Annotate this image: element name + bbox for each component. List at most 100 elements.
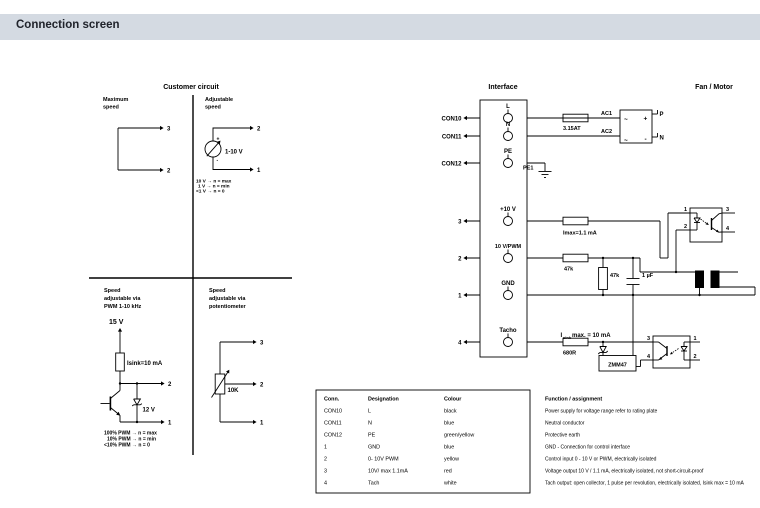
optocoupler-top: 1 2 3 4 bbox=[684, 207, 735, 243]
cap-1uf-label: 1 µF bbox=[642, 273, 654, 279]
junction-dots bbox=[601, 256, 701, 344]
con10-label: CON10 bbox=[441, 116, 462, 122]
optocoupler-bottom: 3 4 1 2 bbox=[647, 335, 697, 369]
adj-note-2: 1 V → n = min bbox=[198, 184, 230, 190]
cell-conn: 3 bbox=[324, 469, 327, 475]
opto-bot-pin2: 2 bbox=[694, 354, 697, 360]
terminal-3-label: 3 bbox=[260, 341, 264, 347]
terminal-tacho-label: Tacho bbox=[499, 328, 517, 334]
table-row: 3 10V/ max 1.1mA red Voltage output 10 V… bbox=[324, 469, 704, 475]
680r-resistor-label: 680R bbox=[563, 351, 576, 357]
max-speed-label: Maximum bbox=[103, 97, 128, 103]
adj-note-1: 10 V → n = max bbox=[196, 179, 232, 185]
terminal-1-label: 1 bbox=[257, 168, 261, 174]
maximum-speed-circuit: Maximum speed 3 2 bbox=[103, 97, 171, 175]
isink-resistor-label: Isink=10 mA bbox=[127, 361, 163, 367]
pot-label: Speed bbox=[209, 288, 226, 294]
connector-labels: CON10 CON11 CON12 3 2 1 4 bbox=[441, 115, 467, 346]
pin-4-label: 4 bbox=[458, 340, 462, 346]
minus-sign: - bbox=[217, 158, 219, 164]
cell-colour: red bbox=[444, 469, 452, 475]
cell-func: Power supply for voltage range refer to … bbox=[545, 409, 658, 415]
table-row: CON12 PE green/yellow Protective earth bbox=[324, 433, 580, 439]
rectifier-block: ~ + ~ - P N bbox=[624, 112, 664, 145]
pe1-label: PE1 bbox=[523, 166, 533, 172]
voltage-range-label: 1-10 V bbox=[225, 150, 243, 156]
interface-terminals: L N PE +10 V 10 V/PWM GND Tacho bbox=[495, 104, 522, 347]
isink-label-i: I bbox=[561, 333, 563, 339]
adj-note-3: <1 V → n = 0 bbox=[196, 189, 225, 195]
cell-colour: blue bbox=[444, 445, 454, 451]
cell-colour: blue bbox=[444, 421, 454, 427]
table-row: CON11 N blue Neutral conductor bbox=[324, 421, 585, 427]
table-row: 1 GND blue GND - Connection for control … bbox=[324, 445, 630, 451]
pwm-note-1: 100% PWM → n = max bbox=[104, 431, 157, 437]
terminal-1-label: 1 bbox=[260, 421, 264, 427]
customer-circuit: Customer circuit Maximum speed 3 2 Adjus… bbox=[89, 84, 292, 455]
pwm-label: adjustable via bbox=[104, 296, 141, 302]
quadrant-dividers bbox=[89, 95, 292, 455]
terminal-pwm-label: 10 V/PWM bbox=[495, 244, 522, 250]
output-n-label: N bbox=[660, 136, 664, 142]
adj-speed-label: speed bbox=[205, 105, 221, 111]
fan-motor-title: Fan / Motor bbox=[695, 84, 733, 91]
terminal-2-label: 2 bbox=[257, 127, 261, 133]
terminal-2-label: 2 bbox=[167, 169, 171, 175]
cell-func: Control input 0 - 10 V or PWM, electrica… bbox=[545, 457, 657, 463]
terminal-l-label: L bbox=[506, 104, 510, 110]
adjustable-speed-circuit: Adjustable speed + - 1-10 V 2 1 10 V → n… bbox=[196, 97, 261, 195]
opto-top-pin1: 1 bbox=[684, 207, 687, 213]
pwm-speed-circuit: Speed adjustable via PWM 1-10 kHz 15 V bbox=[100, 288, 172, 449]
interface-box bbox=[479, 99, 528, 358]
plus-symbol: + bbox=[644, 116, 648, 123]
cell-desig: 10V/ max 1.1mA bbox=[368, 469, 408, 475]
pwm-note-3: <10% PWM → n = 0 bbox=[104, 443, 150, 449]
table-row: CON10 L black Power supply for voltage r… bbox=[324, 409, 658, 415]
interface-title: Interface bbox=[488, 84, 517, 91]
cell-desig: N bbox=[368, 421, 372, 427]
ac1-label: AC1 bbox=[601, 111, 612, 117]
customer-circuit-title: Customer circuit bbox=[163, 84, 219, 91]
isolation-transformer bbox=[695, 270, 720, 288]
connection-table: Conn. Designation Colour Function / assi… bbox=[315, 389, 745, 494]
pwm-note-2: 10% PWM → n = min bbox=[107, 437, 156, 443]
cell-conn: 2 bbox=[324, 457, 327, 463]
terminal-n-label: N bbox=[506, 122, 510, 128]
cell-desig: PE bbox=[368, 433, 376, 439]
terminal-1-label: 1 bbox=[168, 421, 172, 427]
47k-shunt-label: 47k bbox=[610, 273, 620, 279]
output-p-label: P bbox=[660, 112, 664, 118]
pot-10k-label: 10K bbox=[228, 388, 240, 394]
max-speed-label: speed bbox=[103, 105, 119, 111]
isink-label-sub: sink bbox=[563, 335, 572, 340]
ac2-label: AC2 bbox=[601, 129, 612, 135]
isink-label-rest: max. = 10 mA bbox=[572, 333, 611, 339]
pin-1-label: 1 bbox=[458, 293, 462, 299]
cell-colour: green/yellow bbox=[444, 433, 474, 439]
opto-bot-pin4: 4 bbox=[647, 354, 651, 360]
cell-colour: yellow bbox=[444, 457, 459, 463]
opto-top-pin3: 3 bbox=[726, 207, 729, 213]
fuse-label: 3.15AT bbox=[563, 126, 581, 132]
col-header-function: Function / assignment bbox=[545, 397, 602, 403]
cell-desig: L bbox=[368, 409, 371, 415]
zener-12v-label: 12 V bbox=[143, 408, 155, 414]
imax-resistor-label: Imax=1.1 mA bbox=[563, 231, 597, 237]
zmm47-zener-label: ZMM47 bbox=[608, 363, 627, 369]
pot-label: potentiometer bbox=[209, 304, 247, 310]
cell-desig: 0- 10V PWM bbox=[368, 457, 399, 463]
plus-sign: + bbox=[217, 137, 220, 143]
cell-func: GND - Connection for control interface bbox=[545, 445, 630, 451]
adj-speed-label: Adjustable bbox=[205, 97, 233, 103]
opto-bot-pin3: 3 bbox=[647, 336, 650, 342]
pwm-label: Speed bbox=[104, 288, 121, 294]
cell-func: Neutral conductor bbox=[545, 421, 585, 427]
ac-symbol: ~ bbox=[624, 138, 628, 145]
47k-series-label: 47k bbox=[564, 267, 574, 273]
terminal-2-label: 2 bbox=[168, 382, 172, 388]
page-title: Connection screen bbox=[16, 19, 120, 31]
pwm-label: PWM 1-10 kHz bbox=[104, 304, 142, 310]
minus-symbol: - bbox=[645, 136, 647, 143]
